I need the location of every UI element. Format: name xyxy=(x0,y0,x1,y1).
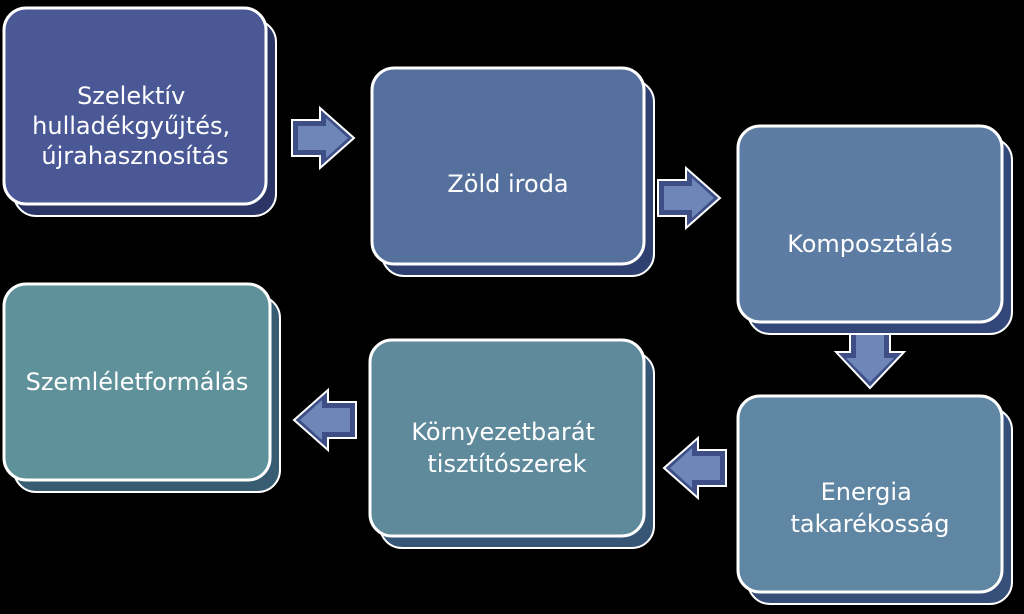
process-step-box: Zöld iroda xyxy=(370,66,655,277)
step-label: Zöld iroda xyxy=(447,170,568,198)
arrow-left-icon xyxy=(662,435,727,501)
process-step-box: Komposztálás xyxy=(736,124,1013,335)
step-label: Komposztálás xyxy=(787,230,953,258)
process-step-box: Szelektív hulladékgyűjtés, újrahasznosít… xyxy=(2,6,277,217)
arrow-left-icon xyxy=(292,387,357,453)
process-step-box: Szemléletformálás xyxy=(2,282,281,493)
arrow-right-icon xyxy=(291,105,356,171)
process-step-box: Környezetbarát tisztítószerek xyxy=(368,338,655,549)
step-label: Szelektív hulladékgyűjtés, újrahasznosít… xyxy=(32,82,238,170)
step-label: Szemléletformálás xyxy=(26,368,249,396)
process-step-box: Energia takarékosság xyxy=(736,394,1013,605)
step-label: Energia takarékosság xyxy=(790,478,949,538)
arrow-right-icon xyxy=(657,165,722,231)
step-label: Környezetbarát tisztítószerek xyxy=(411,418,602,478)
